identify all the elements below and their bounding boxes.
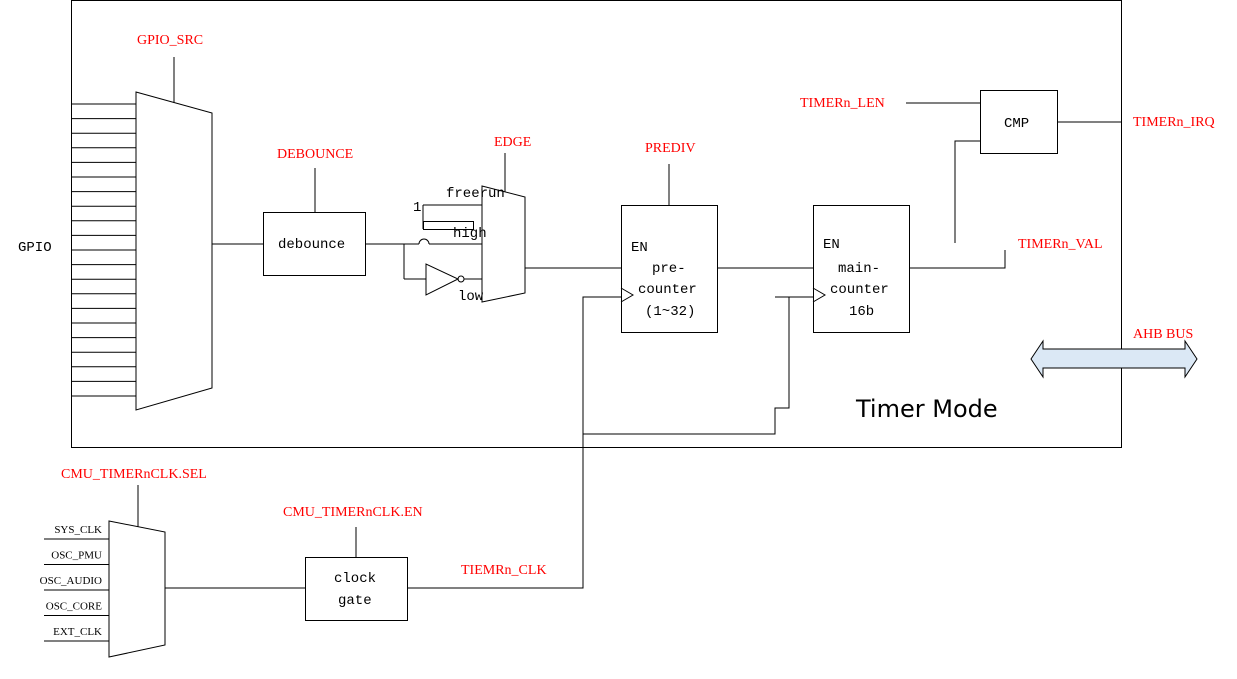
- clock-gate-block: [305, 557, 408, 621]
- clock-gate-line1: clock: [334, 571, 376, 587]
- clock-sel-mux: [108, 520, 166, 658]
- clock-route-branch: [583, 296, 813, 435]
- clock-input-label: SYS_CLK: [54, 524, 102, 536]
- timer-mode-frame: [71, 0, 1122, 448]
- edge-label: EDGE: [494, 135, 531, 150]
- one-label: 1: [413, 200, 421, 216]
- main-counter-en: EN: [823, 237, 840, 253]
- timer-irq-label: TIMERn_IRQ: [1133, 115, 1215, 130]
- clock-route-main: [408, 296, 621, 589]
- high-label: high: [453, 226, 487, 242]
- cmp-label: CMP: [1004, 116, 1029, 132]
- freerun-label: freerun: [446, 186, 505, 202]
- prediv-label: PREDIV: [645, 141, 696, 156]
- timer-mode-title: Timer Mode: [855, 395, 998, 423]
- ahb-bus-arrow: [1030, 339, 1198, 379]
- gpio-src-mux: [135, 91, 213, 411]
- gpio-label: GPIO: [18, 240, 52, 256]
- clock-input-lines: SYS_CLK OSC_PMU OSC_AUDIO OSC_CORE EXT_CLK: [40, 524, 109, 642]
- clock-input-label: OSC_AUDIO: [40, 575, 102, 587]
- main-counter-block: [813, 205, 910, 333]
- ahb-bus-label: AHB BUS: [1133, 327, 1193, 342]
- main-counter-clock-triangle: [812, 287, 826, 303]
- clock-input-label: OSC_PMU: [51, 550, 102, 562]
- debounce-reg-label: DEBOUNCE: [277, 147, 353, 162]
- pre-counter-en: EN: [631, 240, 648, 256]
- timer-val-label: TIMERn_VAL: [1018, 237, 1103, 252]
- freerun-bar: [423, 221, 474, 230]
- clock-input-label: EXT_CLK: [53, 626, 102, 638]
- pre-counter-clock-triangle: [620, 287, 634, 303]
- low-label: low: [458, 289, 484, 305]
- main-counter-line3: 16b: [849, 304, 874, 320]
- pre-counter-line3: (1~32): [645, 304, 695, 320]
- pre-counter-line2: counter: [638, 282, 697, 298]
- clock-gate-line2: gate: [338, 593, 372, 609]
- debounce-block-label: debounce: [278, 237, 345, 253]
- cmu-en-label: CMU_TIMERnCLK.EN: [283, 505, 423, 520]
- gpio-input-lines: [71, 103, 136, 397]
- main-counter-line1: main-: [838, 261, 880, 277]
- cmu-sel-label: CMU_TIMERnCLK.SEL: [61, 467, 207, 482]
- gpio-src-label: GPIO_SRC: [137, 33, 203, 48]
- main-counter-line2: counter: [830, 282, 889, 298]
- wire-hop: [418, 238, 430, 245]
- tiemr-clk-label: TIEMRn_CLK: [461, 563, 547, 578]
- timer-len-label: TIMERn_LEN: [800, 96, 885, 111]
- timer-val-wire: [909, 250, 1006, 269]
- pre-counter-line1: pre-: [652, 261, 686, 277]
- pre-counter-block: [621, 205, 718, 333]
- inverter: [425, 263, 460, 296]
- edge-mux: [481, 185, 526, 303]
- cmp-value-wire: [954, 140, 980, 243]
- clock-input-label: OSC_CORE: [46, 601, 103, 613]
